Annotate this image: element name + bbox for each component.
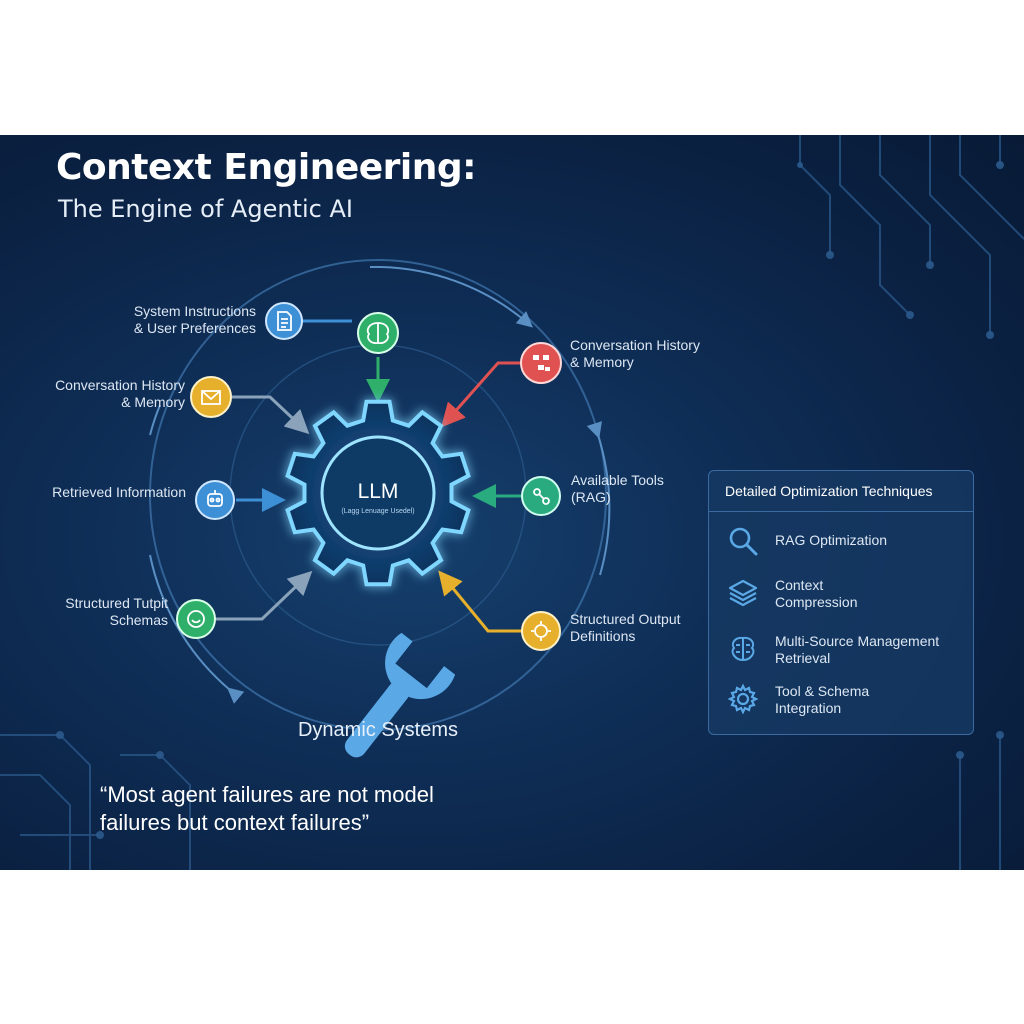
- tools-icon: [533, 488, 550, 505]
- node-structured-right: [521, 611, 561, 651]
- arrow-structured-right: [438, 570, 522, 633]
- llm-label: LLM: [358, 480, 399, 503]
- document-icon: [277, 311, 292, 331]
- chat-icon: [187, 610, 205, 628]
- quote: “Most agent failures are not model failu…: [100, 782, 434, 835]
- infographic-banner: LLM (Lagg Lenuage Usedel): [0, 135, 1024, 870]
- node-brain: [357, 312, 399, 354]
- dynamic-systems-label: Dynamic Systems: [297, 719, 459, 741]
- node-system: [265, 302, 303, 340]
- brain-icon: [731, 636, 755, 661]
- label-history-right: Conversation History& Memory: [570, 337, 700, 370]
- node-history-right: [520, 342, 562, 384]
- llm-gear: [285, 399, 471, 587]
- robot-icon: [207, 490, 223, 507]
- connector-arrows: [214, 319, 524, 633]
- node-retrieved: [195, 480, 235, 520]
- technique-rag: RAG Optimization: [727, 525, 887, 557]
- wrench-icon: [344, 632, 456, 758]
- llm-sublabel: (Lagg Lenuage Usedel): [341, 508, 414, 515]
- node-tools: [521, 476, 561, 516]
- network-icon: [533, 355, 550, 371]
- node-structured-left: [176, 599, 216, 639]
- label-retrieved: Retrieved Information: [52, 484, 186, 500]
- arrow-history-right: [441, 361, 524, 428]
- context-engine-diagram: LLM (Lagg Lenuage Usedel): [149, 259, 611, 758]
- envelope-icon: [201, 390, 221, 405]
- gear-icon: [531, 621, 551, 641]
- optimization-panel: Detailed Optimization Techniques RAG Opt…: [708, 470, 974, 735]
- label-history-left: Conversation History& Memory: [55, 377, 185, 410]
- page-title: Context Engineering:: [56, 147, 477, 188]
- arrow-history-left: [232, 395, 310, 435]
- page-subtitle: The Engine of Agentic AI: [58, 195, 353, 223]
- panel-title: Detailed Optimization Techniques: [709, 471, 973, 512]
- gear-icon: [727, 683, 759, 715]
- circuit-background: [0, 135, 1024, 870]
- label-system: System Instructions& User Preferences: [133, 303, 256, 336]
- label-tools: Available Tools(RAG): [571, 472, 664, 505]
- arrow-structured-left: [214, 570, 313, 621]
- node-history-left: [190, 376, 232, 418]
- magnifier-icon: [729, 527, 758, 556]
- brain-icon: [366, 322, 390, 344]
- layers-icon: [728, 579, 758, 607]
